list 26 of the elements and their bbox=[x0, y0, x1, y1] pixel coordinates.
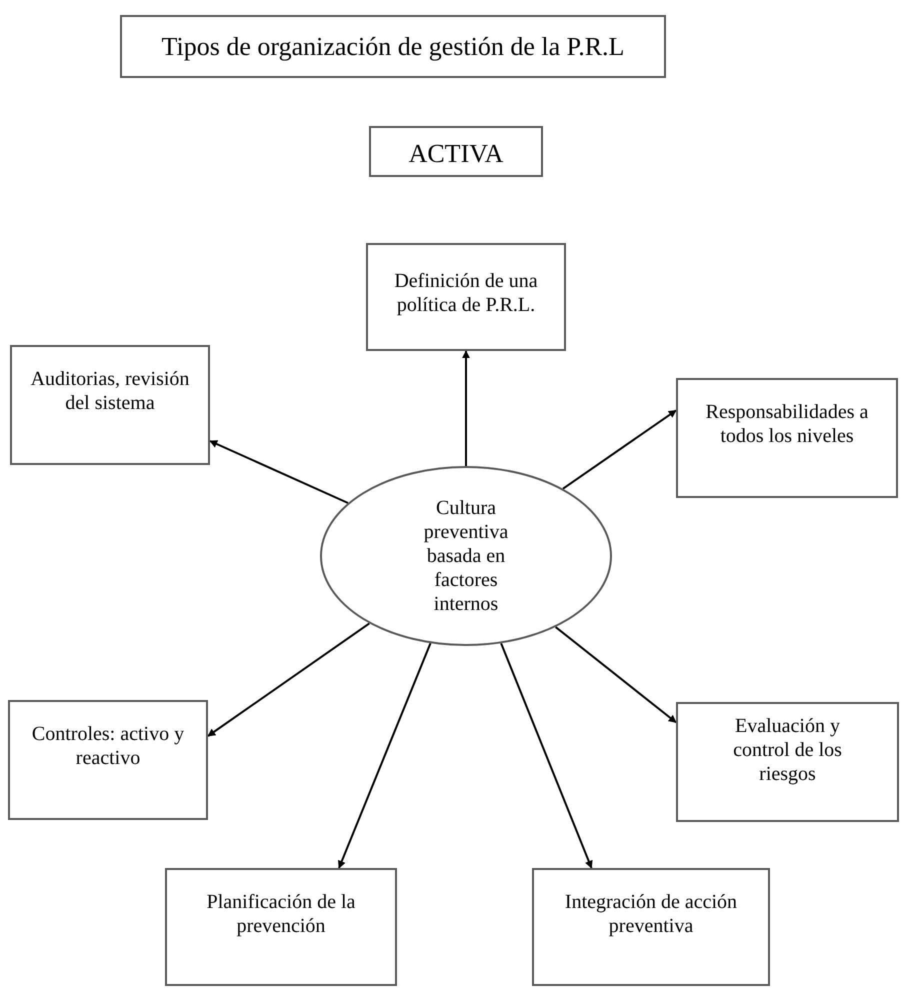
node-text: Planificación de la prevención bbox=[206, 890, 356, 938]
node-text: ACTIVA bbox=[408, 138, 504, 170]
arrow bbox=[562, 410, 677, 490]
process-box bbox=[676, 378, 898, 498]
title-box bbox=[120, 15, 666, 78]
arrow bbox=[338, 642, 432, 869]
process-box bbox=[366, 243, 566, 351]
node-text: Integración de acción preventiva bbox=[564, 890, 738, 938]
arrow bbox=[500, 642, 593, 869]
arrow bbox=[555, 626, 677, 724]
node-text: Cultura preventiva basada en factores internos bbox=[422, 496, 510, 616]
node-text: Responsabilidades a todos los niveles bbox=[704, 400, 870, 448]
node-text: Controles: activo y reactivo bbox=[30, 722, 186, 770]
node-text: Auditorias, revisión del sistema bbox=[30, 367, 190, 415]
label-box bbox=[369, 126, 543, 177]
process-box bbox=[165, 868, 397, 986]
arrow bbox=[207, 622, 370, 737]
process-box bbox=[532, 868, 770, 986]
arrow bbox=[462, 350, 470, 466]
arrow bbox=[209, 440, 348, 504]
node-text: Definición de una política de P.R.L. bbox=[393, 269, 539, 317]
process-box bbox=[10, 345, 210, 465]
process-box bbox=[8, 700, 208, 820]
process-box bbox=[676, 702, 899, 822]
node-text: Evaluación y control de los riesgos bbox=[732, 714, 843, 786]
title-text: Tipos de organización de gestión de la P.R.L bbox=[160, 31, 626, 62]
